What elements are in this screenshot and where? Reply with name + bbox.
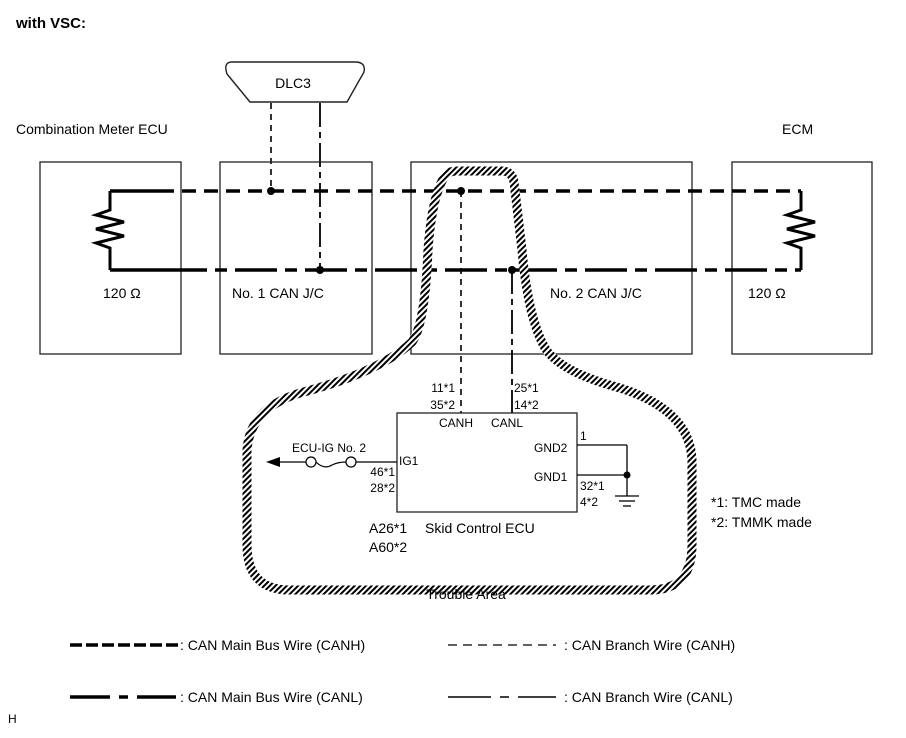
dlc3-label: DLC3: [275, 75, 311, 91]
left-termination-resistor: [90, 191, 125, 270]
jc1-label: No. 1 CAN J/C: [232, 285, 324, 301]
canl-terminal: CANL: [491, 416, 523, 430]
skid-control-ecu: 11*1 35*2 25*1 14*2 CANH CANL IG1 GND2 G…: [369, 381, 578, 555]
right-resistor-value: 120 Ω: [748, 285, 786, 301]
dlc3-connector: DLC3: [225, 61, 365, 103]
ig1-pin-1: 46*1: [370, 465, 395, 479]
jc2-label: No. 2 CAN J/C: [550, 285, 642, 301]
ig1-circuit: ECU-IG No. 2 46*1 28*2: [266, 441, 397, 495]
canh-terminal: CANH: [439, 416, 473, 430]
gnd1-pin-2: 4*2: [580, 495, 598, 509]
gnd1-terminal: GND1: [534, 470, 568, 484]
legend-label-main-canl: : CAN Main Bus Wire (CANL): [180, 689, 363, 705]
gnd1-pin-1: 32*1: [580, 479, 605, 493]
gnd2-pin: 1: [580, 429, 587, 443]
note-tmmk: *2: TMMK made: [711, 514, 812, 530]
fuse-terminal: [305, 456, 317, 468]
canh-pin-2: 35*2: [430, 398, 455, 412]
right-termination-resistor: [781, 191, 816, 270]
ecm-label: ECM: [782, 121, 813, 137]
junction-dot: [316, 266, 324, 274]
fuse-terminal: [345, 456, 357, 468]
skid-ecu-connector-1: A26*1: [369, 520, 407, 536]
note-tmc: *1: TMC made: [711, 494, 801, 510]
legend-label-main-canh: : CAN Main Bus Wire (CANH): [180, 637, 365, 653]
ig1-pin-2: 28*2: [370, 481, 395, 495]
figure-code: H: [8, 712, 17, 726]
combination-meter-label: Combination Meter ECU: [16, 121, 168, 137]
junction-dot: [623, 471, 631, 479]
trouble-area-label: Trouble Area: [426, 586, 506, 602]
legend-label-branch-canl: : CAN Branch Wire (CANL): [564, 689, 733, 705]
ig1-terminal: IG1: [399, 454, 419, 468]
trouble-area-outline: [242, 166, 697, 595]
left-resistor-value: 120 Ω: [103, 285, 141, 301]
diagram-heading: with VSC:: [15, 15, 86, 32]
skid-ecu-name: Skid Control ECU: [425, 520, 535, 536]
combination-meter-box: [39, 161, 182, 355]
ecm-box: [731, 161, 873, 355]
canh-pin-1: 11*1: [431, 381, 455, 395]
ground-circuit: 1 32*1 4*2: [577, 429, 639, 509]
canl-pin-1: 25*1: [514, 381, 539, 395]
junction-dot: [267, 187, 275, 195]
arrow-left-icon: [266, 457, 280, 467]
fuse-label: ECU-IG No. 2: [292, 441, 366, 455]
skid-ecu-connector-2: A60*2: [369, 539, 407, 555]
jc1-box: [219, 161, 373, 355]
gnd2-terminal: GND2: [534, 441, 568, 455]
legend-label-branch-canh: : CAN Branch Wire (CANH): [564, 637, 735, 653]
fuse-icon: [315, 461, 347, 468]
canl-pin-2: 14*2: [514, 398, 539, 412]
legend: : CAN Main Bus Wire (CANH) : CAN Branch …: [70, 637, 735, 705]
